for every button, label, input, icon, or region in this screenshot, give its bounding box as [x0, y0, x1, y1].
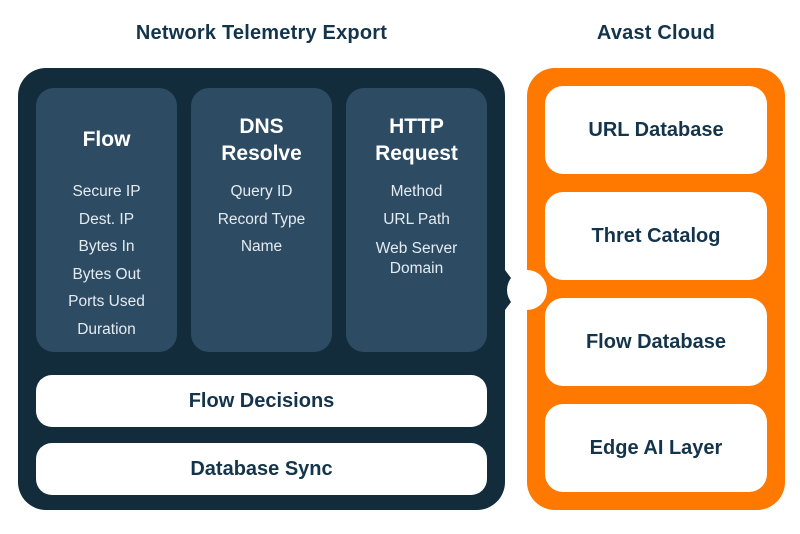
- telemetry-title: Network Telemetry Export: [135, 22, 388, 44]
- cloud-title: Avast Cloud: [596, 22, 716, 44]
- panel-dns-items: Query ID Record Type Name: [199, 182, 324, 257]
- panel-http-request: HTTP Request Method URL Path Web Server …: [346, 88, 487, 352]
- telemetry-columns: Flow Secure IP Dest. IP Bytes In Bytes O…: [36, 88, 487, 352]
- panel-http-items: Method URL Path Web Server Domain: [354, 182, 479, 278]
- list-item: Bytes In: [78, 238, 135, 256]
- database-sync-bar: Database Sync: [36, 443, 487, 495]
- list-item: URL Path: [383, 210, 450, 228]
- list-item: Method: [390, 183, 443, 200]
- telemetry-box: Flow Secure IP Dest. IP Bytes In Bytes O…: [18, 68, 520, 510]
- cloud-card-url-database: URL Database: [545, 86, 767, 174]
- cloud-box: URL Database Thret Catalog Flow Database…: [507, 68, 785, 510]
- cloud-card-flow-database: Flow Database: [545, 298, 767, 386]
- panel-flow: Flow Secure IP Dest. IP Bytes In Bytes O…: [36, 88, 177, 352]
- list-item: Dest. IP: [78, 210, 135, 228]
- cloud-notch-connector: [507, 270, 547, 310]
- list-item: Name: [240, 238, 283, 256]
- panel-http-title: HTTP Request: [375, 114, 458, 165]
- list-item: Duration: [77, 320, 136, 338]
- list-item: Web Server Domain: [375, 240, 458, 277]
- list-item: Ports Used: [68, 293, 145, 311]
- panel-flow-title: Flow: [82, 128, 131, 152]
- list-item: Secure IP: [72, 183, 141, 200]
- list-item: Record Type: [217, 210, 306, 228]
- list-item: Bytes Out: [72, 265, 141, 283]
- cloud-card-thret-catalog: Thret Catalog: [545, 192, 767, 280]
- panel-dns-title: DNS Resolve: [221, 114, 302, 165]
- flow-decisions-bar: Flow Decisions: [36, 375, 487, 427]
- cloud-card-edge-ai-layer: Edge AI Layer: [545, 404, 767, 492]
- panel-dns-resolve: DNS Resolve Query ID Record Type Name: [191, 88, 332, 352]
- panel-flow-items: Secure IP Dest. IP Bytes In Bytes Out Po…: [44, 182, 169, 339]
- list-item: Query ID: [230, 183, 293, 200]
